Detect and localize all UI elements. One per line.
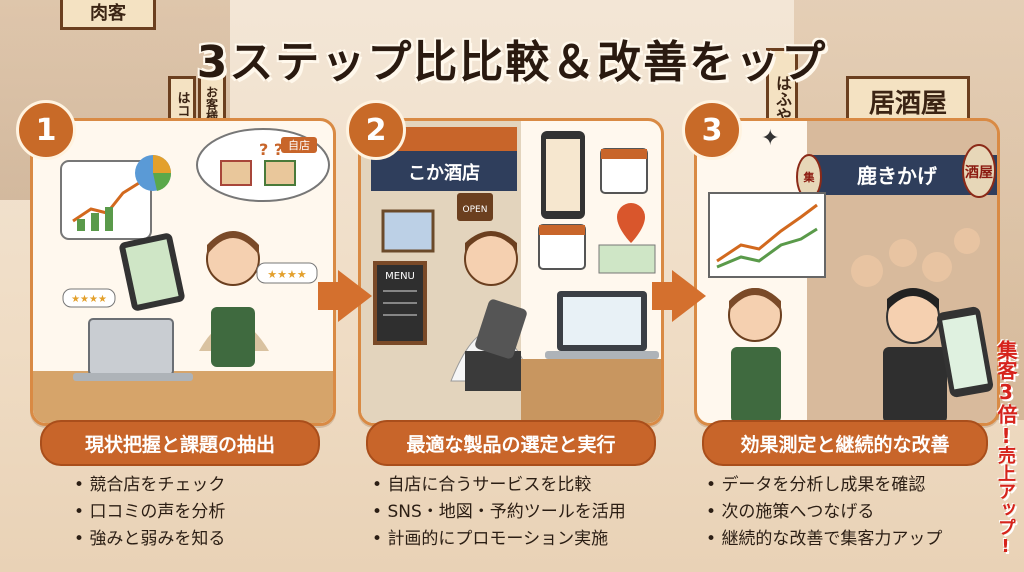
step-2-bullet: SNS・地図・予約ツールを活用 [372, 499, 625, 526]
svg-text:★★★★: ★★★★ [267, 268, 307, 281]
arrow-1-stem [318, 282, 340, 310]
open-sign [457, 193, 493, 221]
step-1-bullet: 口コミの声を分析 [74, 499, 225, 526]
step-2-illustration: こか酒店 OPEN MENU [361, 121, 661, 423]
step-3-bullet: 継続的な改善で集客力アップ [706, 526, 942, 553]
step-3-panel: 鹿きかげ 酒屋 集 ✦ [694, 118, 1000, 426]
own-shop-icon [264, 160, 296, 186]
step-1-heading: 現状把握と課題の抽出 [40, 420, 320, 466]
svg-text:鹿きかげ: 鹿きかげ [857, 164, 938, 188]
competitor-shop-icon [220, 160, 252, 186]
step-1-illustration: 自店 ? ? ★★★★ ★★★★ [33, 128, 333, 423]
svg-text:MENU: MENU [385, 271, 415, 282]
svg-text:酒屋: 酒屋 [965, 165, 993, 181]
sparkle-icon: ✦ [761, 126, 779, 151]
step-3-number: 3 [682, 100, 742, 160]
svg-text:OPEN: OPEN [463, 205, 488, 215]
step-3-bullets: データを分析し成果を確認 次の施策へつなげる 継続的な改善で集客力アップ [706, 472, 942, 553]
step-3-bullet: 次の施策へつなげる [706, 499, 942, 526]
callout-sales-up: 売上アップ! [995, 446, 1016, 557]
own-shop-sign: 自店 [288, 138, 310, 152]
lantern-right [962, 144, 996, 198]
shop-noren [371, 151, 517, 191]
arrow-2-stem [652, 282, 674, 310]
step-1-bullet: 競合店をチェック [74, 472, 225, 499]
sign-top-left: 肉客 [60, 0, 156, 30]
step-2-number: 2 [346, 100, 406, 160]
svg-text:? ?: ? ? [259, 140, 283, 159]
step-3-illustration: 鹿きかげ 酒屋 集 ✦ [708, 121, 997, 423]
shop-sign-text: こか酒店 [408, 162, 480, 184]
green-apron [731, 347, 781, 423]
step-2-panel: こか酒店 OPEN MENU [358, 118, 664, 426]
svg-text:★★★★: ★★★★ [71, 294, 107, 305]
tablet-icon [475, 299, 527, 359]
map-pin-icon [617, 203, 645, 243]
laptop-icon [88, 318, 174, 376]
svg-text:集: 集 [803, 170, 816, 184]
man-shirt [883, 347, 947, 423]
step-2-bullet: 自店に合うサービスを比較 [372, 472, 626, 499]
step-2-bullet: 計画的にプロモーション実施 [372, 526, 626, 553]
step-1-bullet: 強みと弱みを知る [74, 526, 225, 553]
step-2-heading: 最適な製品の選定と実行 [366, 420, 656, 466]
callout-customers-3x: 集客3倍! [994, 340, 1018, 448]
arrow-2-icon [672, 270, 706, 322]
page-title: 3ステップ比比較＆改善をップ [196, 37, 828, 88]
step-3-bullet: データを分析し成果を確認 [706, 472, 942, 499]
counter [521, 359, 661, 423]
step-3-heading: 効果測定と継続的な改善 [702, 420, 988, 466]
step-1-panel: 自店 ? ? ★★★★ ★★★★ [30, 118, 336, 426]
arrow-1-icon [338, 270, 372, 322]
green-apron [211, 307, 255, 367]
step-1-number: 1 [16, 100, 76, 160]
step-2-bullets: 自店に合うサービスを比較 SNS・地図・予約ツールを活用 計画的にプロモーション… [372, 472, 626, 553]
black-apron [465, 351, 521, 391]
step-1-bullets: 競合店をチェック 口コミの声を分析 強みと弱みを知る [74, 472, 225, 553]
